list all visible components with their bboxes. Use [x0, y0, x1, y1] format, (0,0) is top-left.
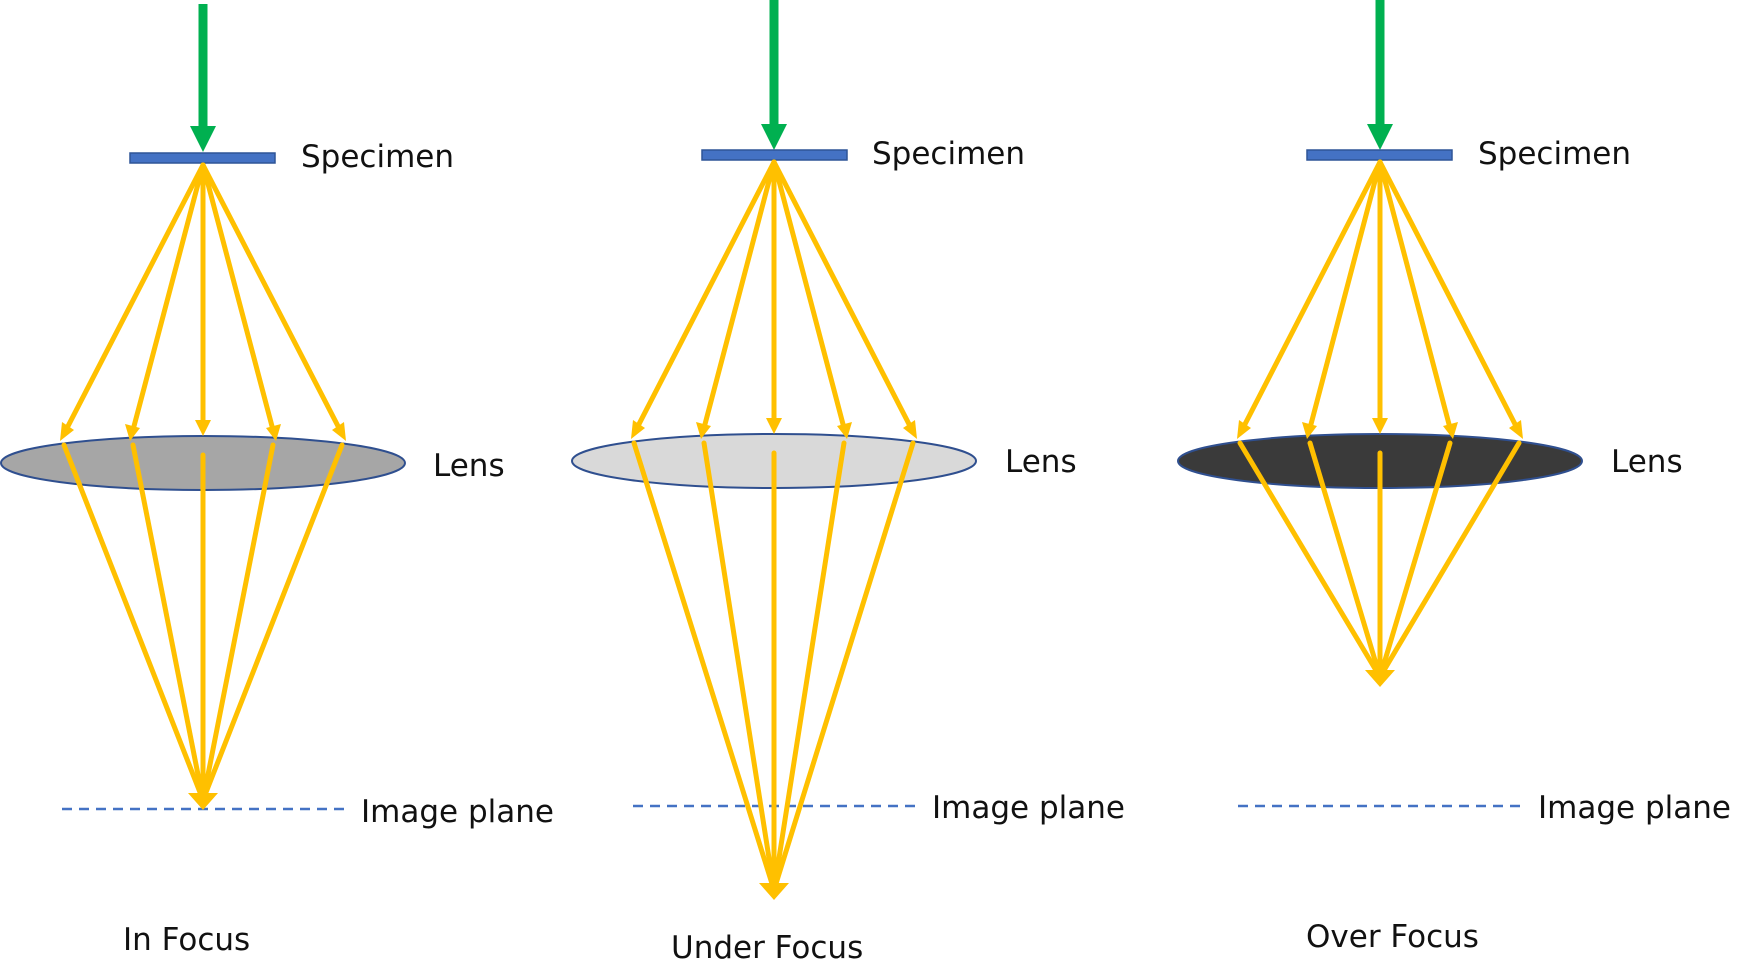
ray-arrowhead: [60, 422, 74, 441]
ray-lower: [771, 440, 847, 893]
ray-arrowhead: [1237, 420, 1251, 439]
ray-upper: [1377, 159, 1520, 431]
image-plane-label: Image plane: [361, 794, 554, 830]
ray-lower: [200, 442, 276, 803]
ray-arrowhead: [1372, 418, 1388, 434]
ray-lower: [1377, 440, 1453, 680]
ray-upper: [1307, 159, 1383, 431]
panel-caption: Over Focus: [1306, 919, 1479, 955]
specimen-label: Specimen: [872, 136, 1025, 172]
lens-label: Lens: [1005, 444, 1077, 480]
ray-arrowhead: [125, 424, 140, 441]
ray-upper: [200, 162, 276, 433]
incident-beam-arrowhead: [190, 126, 216, 152]
incident-beam-arrowhead: [761, 124, 787, 150]
focus-arrowhead: [188, 793, 218, 810]
image-plane-label: Image plane: [1538, 790, 1731, 826]
panel-in-focus: Specimen Lens Image plane In Focus: [0, 4, 554, 958]
panel-under-focus: Specimen Lens Image plane Under Focus: [571, 0, 1125, 966]
image-plane-label: Image plane: [932, 790, 1125, 826]
incident-beam-arrowhead: [1367, 124, 1393, 150]
specimen: [129, 152, 276, 164]
specimen: [701, 149, 848, 161]
ray-arrowhead: [195, 420, 211, 436]
specimen: [1306, 149, 1453, 161]
ray-arrowhead: [696, 422, 711, 439]
ray-arrowhead: [1443, 422, 1458, 439]
ray-upper: [771, 159, 914, 431]
ray-arrowhead: [266, 424, 281, 441]
ray-lower: [1237, 440, 1383, 680]
focus-arrowhead: [759, 883, 789, 900]
ray-upper: [1377, 159, 1453, 431]
ray-lower: [200, 442, 345, 803]
panel-caption: In Focus: [123, 922, 250, 958]
ray-lower: [1377, 440, 1522, 680]
ray-arrowhead: [1509, 420, 1523, 439]
ray-upper: [1240, 159, 1383, 431]
lens-label: Lens: [1611, 444, 1683, 480]
panel-over-focus: Specimen Lens Image plane Over Focus: [1177, 0, 1731, 955]
ray-arrowhead: [1302, 422, 1317, 439]
ray-upper: [130, 162, 206, 433]
ray-lower: [771, 440, 916, 893]
specimen-label: Specimen: [301, 139, 454, 175]
ray-arrowhead: [766, 418, 782, 434]
ray-arrowhead: [332, 422, 346, 441]
ray-upper: [701, 159, 777, 431]
ray-group: [0, 4, 406, 811]
focus-arrowhead: [1365, 670, 1395, 687]
ray-upper: [771, 159, 847, 431]
ray-lower: [130, 442, 206, 803]
ray-lower: [631, 440, 777, 893]
ray-arrowhead: [631, 420, 645, 439]
ray-arrowhead: [903, 420, 917, 439]
ray-upper: [634, 159, 777, 431]
panel-caption: Under Focus: [671, 930, 863, 966]
ray-group: [1177, 0, 1583, 808]
lens-label: Lens: [433, 448, 505, 484]
ray-group: [571, 0, 977, 900]
specimen-label: Specimen: [1478, 136, 1631, 172]
ray-upper: [200, 162, 343, 433]
ray-upper: [63, 162, 206, 433]
ray-lower: [1307, 440, 1383, 680]
ray-lower: [61, 442, 206, 803]
ray-lower: [701, 440, 777, 893]
ray-arrowhead: [837, 422, 852, 439]
